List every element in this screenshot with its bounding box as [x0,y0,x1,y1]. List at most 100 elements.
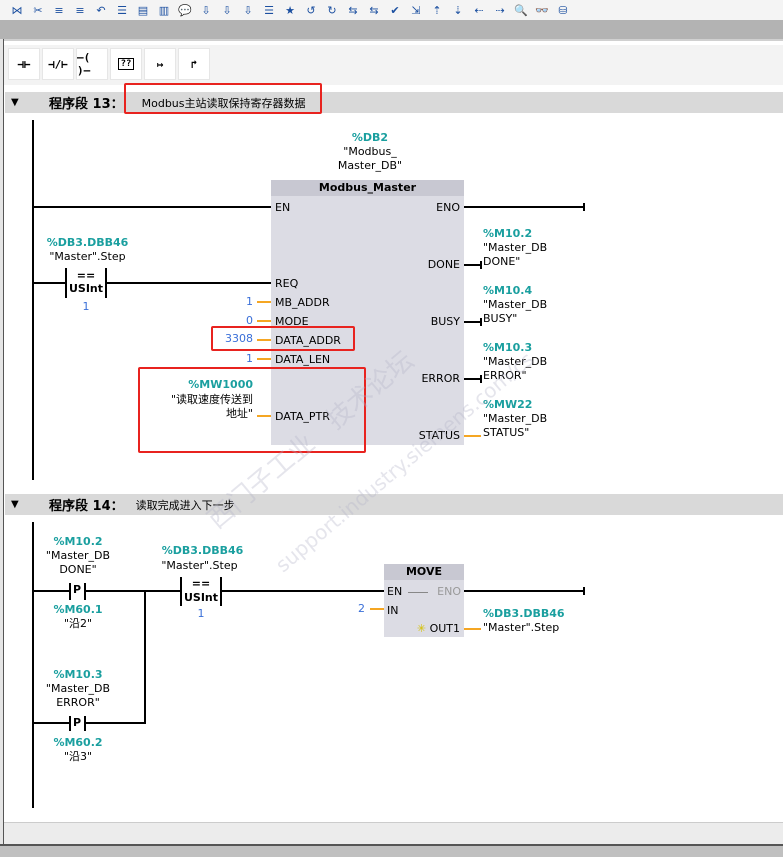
network-list-icon[interactable]: ☰ [117,3,127,17]
move-pin-in: IN [387,604,399,617]
status-bar [0,844,783,857]
add-output-icon[interactable]: ✳ [416,622,427,635]
jump-back-icon[interactable]: ⇠ [474,3,484,17]
data-ptr-symbol-2: 地址" [225,407,253,420]
move-in-value[interactable]: 2 [358,602,365,615]
collapse-icon[interactable]: ▥ [158,3,170,17]
favorites-star-icon[interactable]: ★ [285,3,295,17]
comment-icon[interactable]: 💬 [178,3,192,17]
toolbar-band [0,20,783,39]
highlight-box [211,326,355,351]
no-contact-button[interactable]: ⊣⊢ [8,48,40,80]
left-edge [0,39,4,857]
add-row-icon[interactable]: ≡ [75,3,85,17]
error-addr: %M10.3 [483,341,533,354]
network-13-header[interactable]: ▼ 程序段 13： Modbus主站读取保持寄存器数据 [5,92,783,113]
instruction-favorites: ⊣⊢ ⊣/⊢ –( )– ?? ↦ ↱ [8,48,210,80]
delete-network-icon[interactable]: ✂ [33,3,43,17]
database-icon[interactable]: ⛁ [558,3,568,17]
contact-error-sym-1: "Master_DB [45,682,111,695]
edge-memory-2[interactable]: %M60.2"沿3" [38,736,118,764]
p-contact-error[interactable]: P [73,716,82,729]
network-13-title: 程序段 13： [49,97,124,112]
instance-db-name-2: Master_DB" [337,159,403,172]
pin-busy: BUSY [430,315,460,328]
done-addr: %M10.2 [483,227,533,240]
network-14-comment[interactable]: 读取完成进入下一步 [135,498,235,512]
done-sym-2: DONE" [483,255,521,268]
network-14-header[interactable]: ▼ 程序段 14： 读取完成进入下一步 [5,494,783,515]
divider [0,39,783,41]
close-branch-button[interactable]: ↱ [178,48,210,80]
data-addr-value[interactable]: 3308 [225,332,253,345]
network-13-comment[interactable]: Modbus主站读取保持寄存器数据 [141,96,306,110]
insert-network-icon[interactable]: ⋈ [11,3,23,17]
edge-2-sym: "沿3" [63,750,93,763]
favorites-icon[interactable]: ☰ [264,3,274,17]
block-title: Modbus_Master [271,180,464,196]
contact-done-sym-1: "Master_DB [45,549,111,562]
edge-memory-1[interactable]: %M60.1"沿2" [38,603,118,631]
move-pin-out1: ✳ OUT1 [417,622,460,635]
en-eno-link [408,592,428,593]
compare-value[interactable]: 1 [82,300,90,313]
move-out-operand[interactable]: %DB3.DBB46"Master".Step [483,607,565,635]
contact-error-addr: %M10.3 [53,668,103,681]
empty-box-icon: ?? [117,58,135,70]
compare-icon[interactable]: ⇆ [348,3,358,17]
coil-button[interactable]: –( )– [76,48,108,80]
jump-forward-icon[interactable]: ⇢ [495,3,505,17]
network-14-title: 程序段 14： [49,499,124,514]
open-branch-button[interactable]: ↦ [144,48,176,80]
instance-db-name[interactable]: "Modbus_Master_DB" [320,145,420,173]
show-hide-icon[interactable]: ⇲ [411,3,421,17]
mode-value[interactable]: 0 [246,314,253,327]
pin-data-addr: DATA_ADDR [275,334,341,347]
nav-down-icon[interactable]: ⇣ [453,3,463,17]
pin-data-ptr: DATA_PTR [275,410,330,423]
mb-addr-value[interactable]: 1 [246,295,253,308]
move-block[interactable]: MOVE EN ENO IN ✳ OUT1 [384,564,464,637]
symbolic-address-icon[interactable]: ⇩ [222,3,232,17]
symbol-info-icon[interactable]: ⇩ [243,3,253,17]
pin-mode: MODE [275,315,309,328]
compare-operator: == [76,269,96,282]
empty-box-button[interactable]: ?? [110,48,142,80]
edge-1-addr: %M60.1 [53,603,103,616]
collapse-icon[interactable]: ▼ [11,499,19,510]
data-len-value[interactable]: 1 [246,352,253,365]
compare14-type: USInt [183,591,219,604]
status-sym-2: STATUS" [483,426,530,439]
absolute-address-icon[interactable]: ⇩ [201,3,211,17]
error-sym-1: "Master_DB [483,355,548,368]
collapse-icon[interactable]: ▼ [11,97,19,108]
jump-icon[interactable]: ↶ [96,3,106,17]
monitor-icon[interactable]: 🔍 [514,3,528,17]
pin-eno: ENO [436,201,460,214]
go-to-previous-error-icon[interactable]: ↺ [306,3,316,17]
insert-row-icon[interactable]: ≡ [54,3,64,17]
p-contact-done[interactable]: P [73,583,82,596]
compare2-icon[interactable]: ⇆ [369,3,379,17]
compare14-value[interactable]: 1 [197,607,205,620]
nav-up-icon[interactable]: ⇡ [432,3,442,17]
go-to-next-error-icon[interactable]: ↻ [327,3,337,17]
modbus-master-block[interactable]: Modbus_Master EN REQ MB_ADDR MODE DATA_A… [271,180,464,445]
nc-contact-button[interactable]: ⊣/⊢ [42,48,74,80]
compare-symbol[interactable]: "Master".Step [49,250,126,263]
glasses-icon[interactable]: 👓 [535,3,549,17]
data-ptr-symbol[interactable]: "读取速度传送到地址" [140,393,253,421]
busy-sym-1: "Master_DB [483,298,548,311]
contact-done-sym-2: DONE" [59,563,97,576]
edge-2-addr: %M60.2 [53,736,103,749]
expand-icon[interactable]: ▤ [137,3,149,17]
edge-1-sym: "沿2" [63,617,93,630]
check-icon[interactable]: ✔ [390,3,400,17]
compare14-symbol[interactable]: "Master".Step [161,559,238,572]
